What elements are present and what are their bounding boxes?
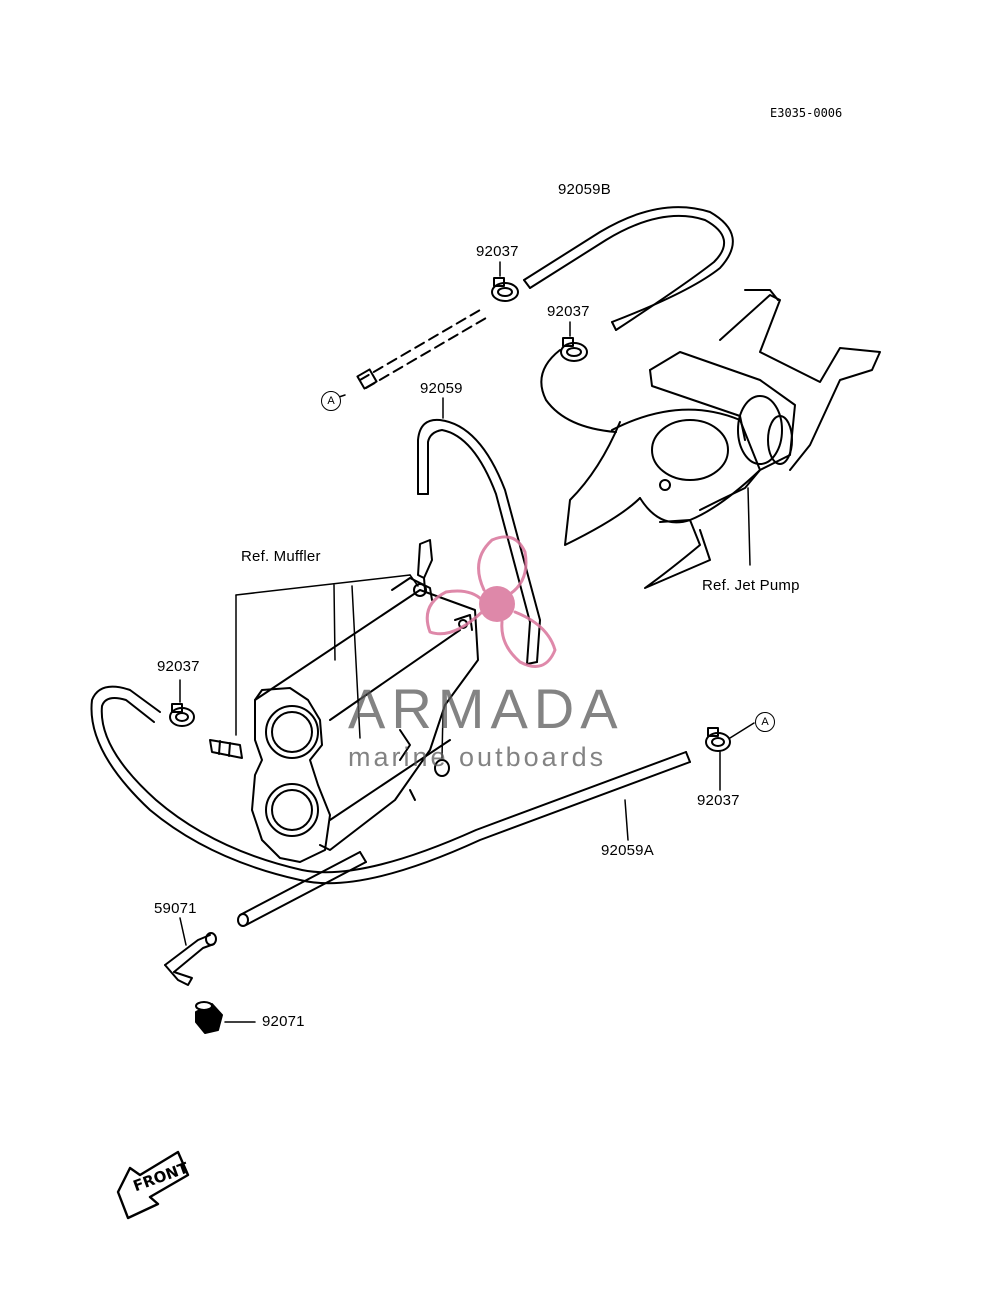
short-pipe [237, 851, 367, 927]
jet-pump [564, 289, 881, 589]
label-92037-top-left: 92037 [476, 243, 519, 260]
diagram-code: E3035-0006 [770, 106, 843, 120]
label-92037-left: 92037 [157, 658, 200, 675]
label-92037-right: 92037 [697, 792, 740, 809]
label-59071: 59071 [154, 900, 197, 917]
clamp-92037-top-left [491, 261, 519, 302]
hose-92059 [417, 397, 541, 665]
clamp-92037-right [705, 722, 755, 791]
hose-92059a-loop [90, 685, 691, 885]
front-arrow [116, 1150, 190, 1220]
clamp-92037-top-right [560, 321, 588, 362]
muffler [251, 539, 479, 863]
label-ref-jet-pump: Ref. Jet Pump [702, 577, 800, 594]
pipe-to-ref-a [329, 309, 487, 401]
watermark-brand: ARMADA [348, 677, 624, 740]
ref-a-circle-right: A [755, 712, 775, 732]
hose-92059b [523, 206, 734, 331]
label-92059a: 92059A [601, 842, 654, 859]
fitting-59071 [164, 917, 217, 986]
muffler-leader [235, 574, 444, 759]
muffler-fitting [209, 739, 243, 759]
label-92037-top-right: 92037 [547, 303, 590, 320]
watermark-propeller [425, 535, 557, 668]
label-ref-muffler: Ref. Muffler [241, 548, 321, 565]
cap-92071 [195, 1001, 256, 1034]
label-92059: 92059 [420, 380, 463, 397]
thin-hose [540, 349, 617, 433]
clamp-92037-left [169, 679, 195, 727]
label-92071: 92071 [262, 1013, 305, 1030]
hose-92059a-leader [624, 799, 629, 841]
watermark-tagline: marine outboards [348, 742, 607, 772]
label-92059b: 92059B [558, 181, 611, 198]
ref-a-circle-top: A [321, 391, 341, 411]
